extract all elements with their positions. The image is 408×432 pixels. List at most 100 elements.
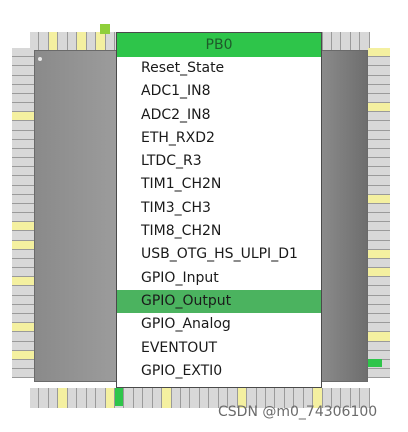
- package-pin[interactable]: [368, 48, 390, 58]
- package-pin[interactable]: [368, 66, 390, 76]
- package-pin[interactable]: [368, 323, 390, 333]
- package-pin[interactable]: [368, 185, 390, 195]
- package-pin[interactable]: [368, 231, 390, 241]
- menu-item[interactable]: LTDC_R3: [141, 153, 202, 170]
- package-pin[interactable]: [48, 388, 59, 408]
- package-pin[interactable]: [67, 32, 78, 52]
- pin-highlight-top[interactable]: [100, 24, 110, 34]
- menu-item[interactable]: GPIO_EXTI0: [141, 362, 223, 379]
- package-pin[interactable]: [12, 139, 34, 149]
- package-pin[interactable]: [12, 121, 34, 131]
- package-pin[interactable]: [368, 57, 390, 67]
- package-pin[interactable]: [228, 388, 238, 408]
- package-pin[interactable]: [162, 388, 172, 408]
- package-pin[interactable]: [12, 194, 34, 204]
- package-pin[interactable]: [368, 121, 390, 131]
- package-pin[interactable]: [294, 388, 304, 408]
- package-pin[interactable]: [12, 57, 34, 67]
- package-pin[interactable]: [237, 388, 248, 408]
- package-pin[interactable]: [341, 32, 351, 52]
- package-pin[interactable]: [12, 341, 34, 351]
- package-pin[interactable]: [332, 388, 342, 408]
- package-pin[interactable]: [12, 350, 34, 360]
- package-pin[interactable]: [303, 388, 314, 408]
- package-pin[interactable]: [368, 313, 390, 324]
- package-pin[interactable]: [96, 388, 106, 408]
- menu-item[interactable]: TIM1_CH2N: [141, 176, 222, 193]
- package-pin[interactable]: [12, 213, 34, 223]
- package-pin[interactable]: [368, 112, 390, 122]
- package-pin[interactable]: [12, 277, 34, 287]
- package-pin[interactable]: [265, 388, 276, 408]
- package-pin[interactable]: [124, 388, 134, 408]
- package-pin[interactable]: [341, 388, 351, 408]
- package-pin[interactable]: [368, 194, 390, 204]
- package-pin[interactable]: [12, 148, 34, 159]
- package-pin[interactable]: [77, 388, 87, 408]
- package-pin[interactable]: [12, 323, 34, 333]
- package-pin[interactable]: [12, 158, 34, 168]
- package-pin[interactable]: [368, 158, 390, 168]
- pin-pb0-highlight[interactable]: [115, 388, 123, 406]
- package-pin[interactable]: [368, 369, 390, 379]
- package-pin[interactable]: [12, 203, 34, 214]
- package-pin[interactable]: [190, 388, 200, 408]
- package-pin[interactable]: [12, 286, 34, 296]
- package-pin[interactable]: [58, 388, 68, 408]
- package-pin[interactable]: [12, 295, 34, 305]
- package-pin[interactable]: [12, 249, 34, 259]
- package-pin[interactable]: [12, 84, 34, 94]
- menu-item[interactable]: GPIO_Input: [141, 269, 219, 286]
- package-pin[interactable]: [368, 167, 390, 177]
- package-pin[interactable]: [368, 286, 390, 296]
- package-pin[interactable]: [322, 388, 332, 408]
- package-pin[interactable]: [12, 258, 34, 269]
- pin-function-menu[interactable]: PB0 Reset_State ADC1_IN8 ADC2_IN8 ETH_RX…: [116, 32, 322, 388]
- package-pin[interactable]: [368, 304, 390, 314]
- package-pin[interactable]: [368, 332, 390, 342]
- package-pin[interactable]: [12, 167, 34, 177]
- package-pin[interactable]: [39, 32, 49, 52]
- menu-item-selected[interactable]: GPIO_Output: [117, 289, 321, 314]
- package-pin[interactable]: [143, 388, 153, 408]
- package-pin[interactable]: [368, 240, 390, 250]
- package-pin[interactable]: [171, 388, 181, 408]
- pin-highlight-right[interactable]: [368, 359, 382, 367]
- package-pin[interactable]: [96, 32, 106, 52]
- package-pin[interactable]: [368, 295, 390, 305]
- package-pin[interactable]: [12, 313, 34, 324]
- package-pin[interactable]: [12, 240, 34, 250]
- package-pin[interactable]: [368, 176, 390, 186]
- package-pin[interactable]: [360, 388, 370, 408]
- package-pin[interactable]: [368, 268, 390, 278]
- package-pin[interactable]: [322, 32, 332, 52]
- package-pin[interactable]: [368, 258, 390, 269]
- package-pin[interactable]: [368, 213, 390, 223]
- package-pin[interactable]: [12, 359, 34, 370]
- package-pin[interactable]: [86, 388, 97, 408]
- package-pin[interactable]: [350, 32, 361, 52]
- menu-item[interactable]: TIM3_CH3: [141, 199, 211, 216]
- package-pin[interactable]: [12, 103, 34, 113]
- package-pin[interactable]: [12, 112, 34, 122]
- package-pin[interactable]: [12, 176, 34, 186]
- package-pin[interactable]: [12, 304, 34, 314]
- package-pin[interactable]: [30, 388, 40, 408]
- package-pin[interactable]: [368, 148, 390, 159]
- package-pin[interactable]: [256, 388, 266, 408]
- package-pin[interactable]: [368, 203, 390, 214]
- package-pin[interactable]: [368, 341, 390, 351]
- package-pin[interactable]: [368, 139, 390, 149]
- package-pin[interactable]: [39, 388, 49, 408]
- package-pin[interactable]: [275, 388, 285, 408]
- package-pin[interactable]: [12, 231, 34, 241]
- package-pin[interactable]: [133, 388, 144, 408]
- package-pin[interactable]: [77, 32, 87, 52]
- package-pin[interactable]: [30, 32, 40, 52]
- package-pin[interactable]: [12, 268, 34, 278]
- package-pin[interactable]: [12, 48, 34, 58]
- package-pin[interactable]: [284, 388, 295, 408]
- package-pin[interactable]: [12, 75, 34, 85]
- menu-item[interactable]: USB_OTG_HS_ULPI_D1: [141, 246, 298, 263]
- package-pin[interactable]: [368, 93, 390, 104]
